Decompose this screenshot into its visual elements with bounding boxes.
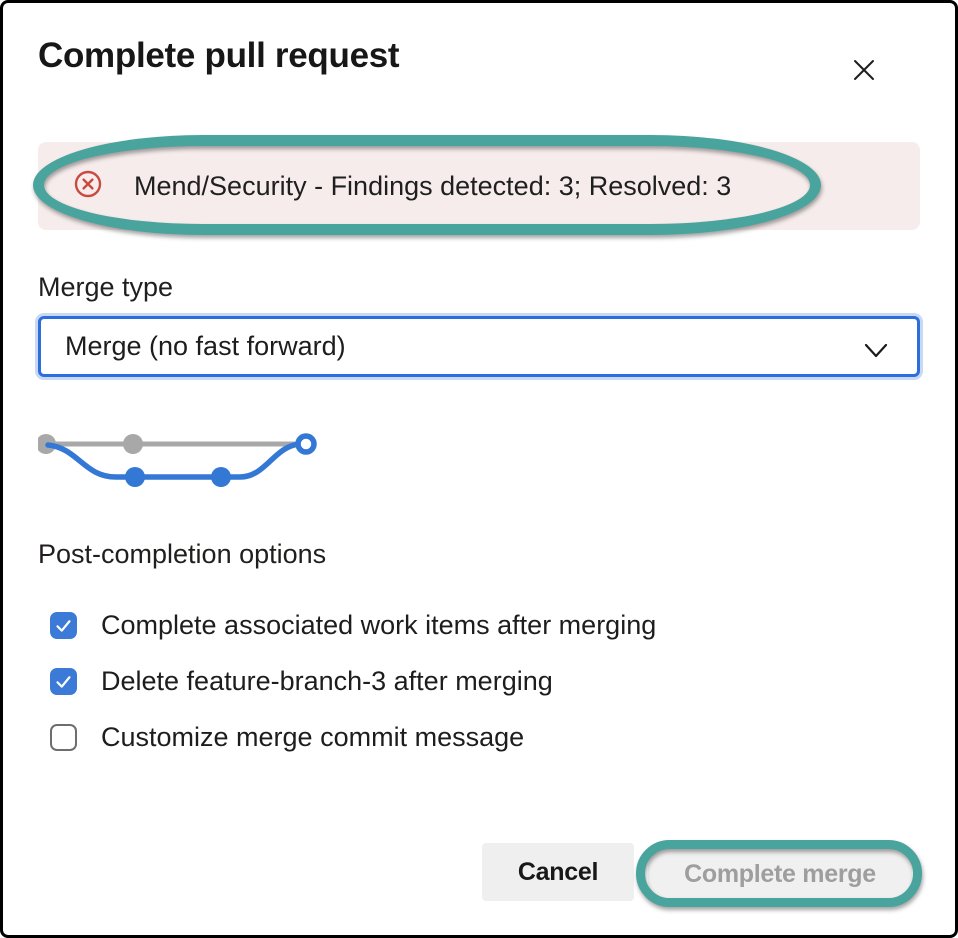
error-circle-x-icon	[74, 170, 102, 203]
check-icon	[56, 619, 71, 632]
page-title: Complete pull request	[38, 36, 400, 75]
cancel-button[interactable]: Cancel	[482, 843, 634, 901]
option-label: Complete associated work items after mer…	[101, 609, 657, 640]
post-completion-heading: Post-completion options	[38, 539, 327, 569]
merge-diagram	[36, 430, 328, 503]
option-row-customize-message[interactable]: Customize merge commit message	[50, 721, 525, 752]
complete-merge-button[interactable]: Complete merge	[648, 849, 912, 899]
merge-type-label: Merge type	[38, 272, 174, 302]
check-icon	[56, 675, 71, 688]
checkbox-delete-branch[interactable]	[50, 667, 77, 695]
checkbox-customize-message[interactable]	[50, 723, 77, 751]
merge-type-selected-value: Merge (no fast forward)	[65, 331, 346, 361]
merge-type-dropdown[interactable]: Merge (no fast forward)	[38, 316, 920, 377]
chevron-down-icon	[863, 337, 889, 368]
close-button[interactable]	[844, 51, 884, 91]
close-icon	[850, 56, 878, 87]
option-row-delete-branch[interactable]: Delete feature-branch-3 after merging	[50, 665, 553, 696]
option-label: Customize merge commit message	[101, 721, 525, 752]
checkbox-complete-work-items[interactable]	[50, 611, 77, 639]
option-label: Delete feature-branch-3 after merging	[101, 665, 553, 696]
status-alert-message: Mend/Security - Findings detected: 3; Re…	[134, 170, 732, 201]
status-alert-banner: Mend/Security - Findings detected: 3; Re…	[38, 142, 920, 230]
option-row-complete-work-items[interactable]: Complete associated work items after mer…	[50, 609, 657, 640]
